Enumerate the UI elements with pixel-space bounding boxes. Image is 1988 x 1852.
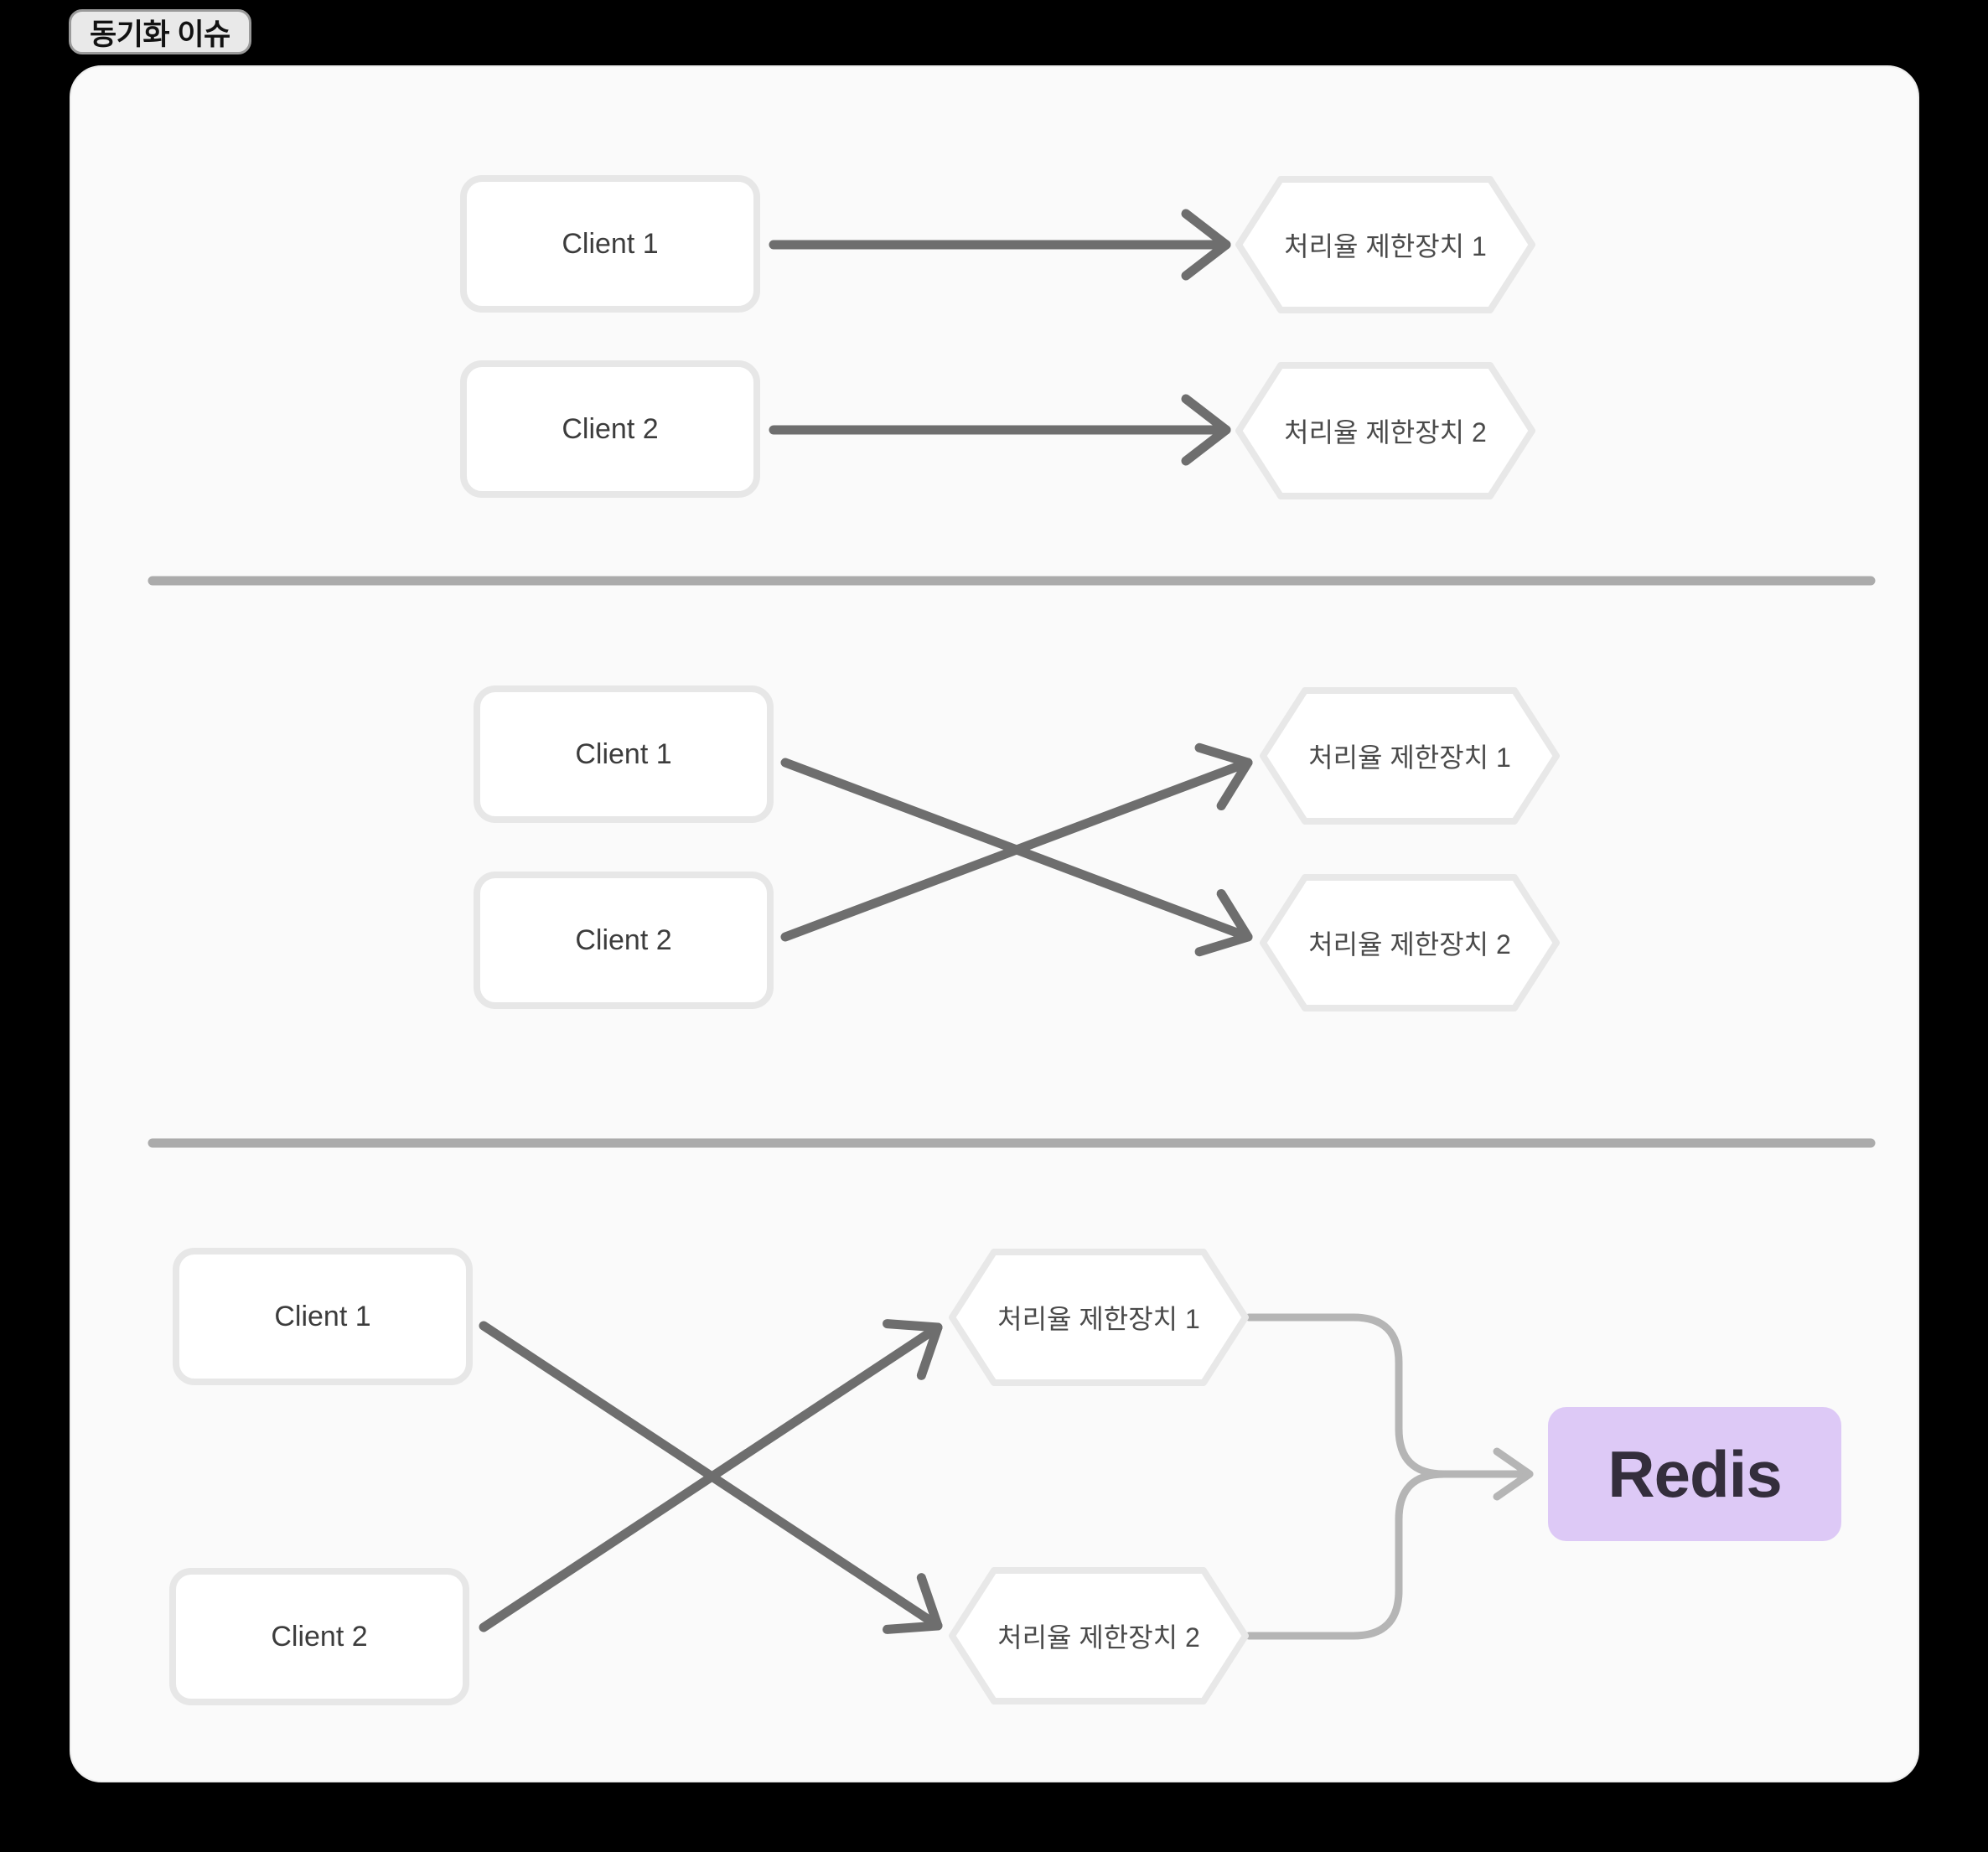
hexagon-shape-icon (949, 1249, 1249, 1386)
s2-limiter2-label: 처리율 제한장치 2 (1308, 929, 1511, 960)
hexagon-shape-icon (1260, 687, 1560, 825)
hexagon-shape-icon (1235, 176, 1535, 313)
s3-client1-label: Client 1 (274, 1300, 371, 1332)
s3-client1-node: Client 1 (173, 1248, 473, 1385)
s2-limiter1-label: 처리율 제한장치 1 (1308, 742, 1511, 773)
diagram-panel: Client 1 Client 2 처리율 제한장치 1 처리율 제한장치 2 … (70, 65, 1919, 1782)
hexagon-shape-icon (949, 1567, 1249, 1705)
s3-client2-label: Client 2 (271, 1620, 368, 1653)
redis-node: Redis (1548, 1407, 1841, 1541)
s1-client1-label: Client 1 (562, 227, 659, 260)
s3-limiter2-label: 처리율 제한장치 2 (997, 1622, 1200, 1653)
arrow-s3-client2-to-limiter1 (479, 1319, 943, 1632)
s2-client1-label: Client 1 (575, 737, 672, 770)
hexagon-shape-icon (1235, 362, 1535, 499)
s1-limiter1-label: 처리율 제한장치 1 (1284, 231, 1487, 261)
arrow-s3-client1-to-limiter2 (479, 1321, 943, 1634)
s3-limiter1-label: 처리율 제한장치 1 (997, 1304, 1200, 1334)
s1-client2-label: Client 2 (562, 412, 659, 445)
hexagon-shape-icon (1260, 874, 1560, 1011)
arrow-s2-client1-to-limiter2 (780, 758, 1253, 957)
arrow-s2-client2-to-limiter1 (780, 742, 1253, 942)
s3-client2-node: Client 2 (169, 1568, 469, 1705)
s2-limiter2-node: 처리율 제한장치 2 (1260, 874, 1560, 1011)
s3-limiter2-node: 처리율 제한장치 2 (949, 1567, 1249, 1705)
redis-label: Redis (1607, 1436, 1782, 1511)
title-badge: 동기화 이슈 (69, 9, 251, 54)
s1-limiter2-node: 처리율 제한장치 2 (1235, 362, 1535, 499)
s1-client1-node: Client 1 (460, 175, 760, 313)
title-badge-label: 동기화 이슈 (90, 18, 230, 51)
s2-limiter1-node: 처리율 제한장치 1 (1260, 687, 1560, 825)
s1-limiter2-label: 처리율 제한장치 2 (1284, 417, 1487, 447)
s2-client1-node: Client 1 (474, 685, 774, 823)
s2-client2-node: Client 2 (474, 872, 774, 1009)
connector-limiter2-to-redis (1245, 1470, 1448, 1640)
s3-limiter1-node: 처리율 제한장치 1 (949, 1249, 1249, 1386)
s1-limiter1-node: 처리율 제한장치 1 (1235, 176, 1535, 313)
s2-client2-label: Client 2 (575, 923, 672, 956)
connector-limiter1-to-redis (1245, 1313, 1534, 1501)
s1-client2-node: Client 2 (460, 360, 760, 498)
